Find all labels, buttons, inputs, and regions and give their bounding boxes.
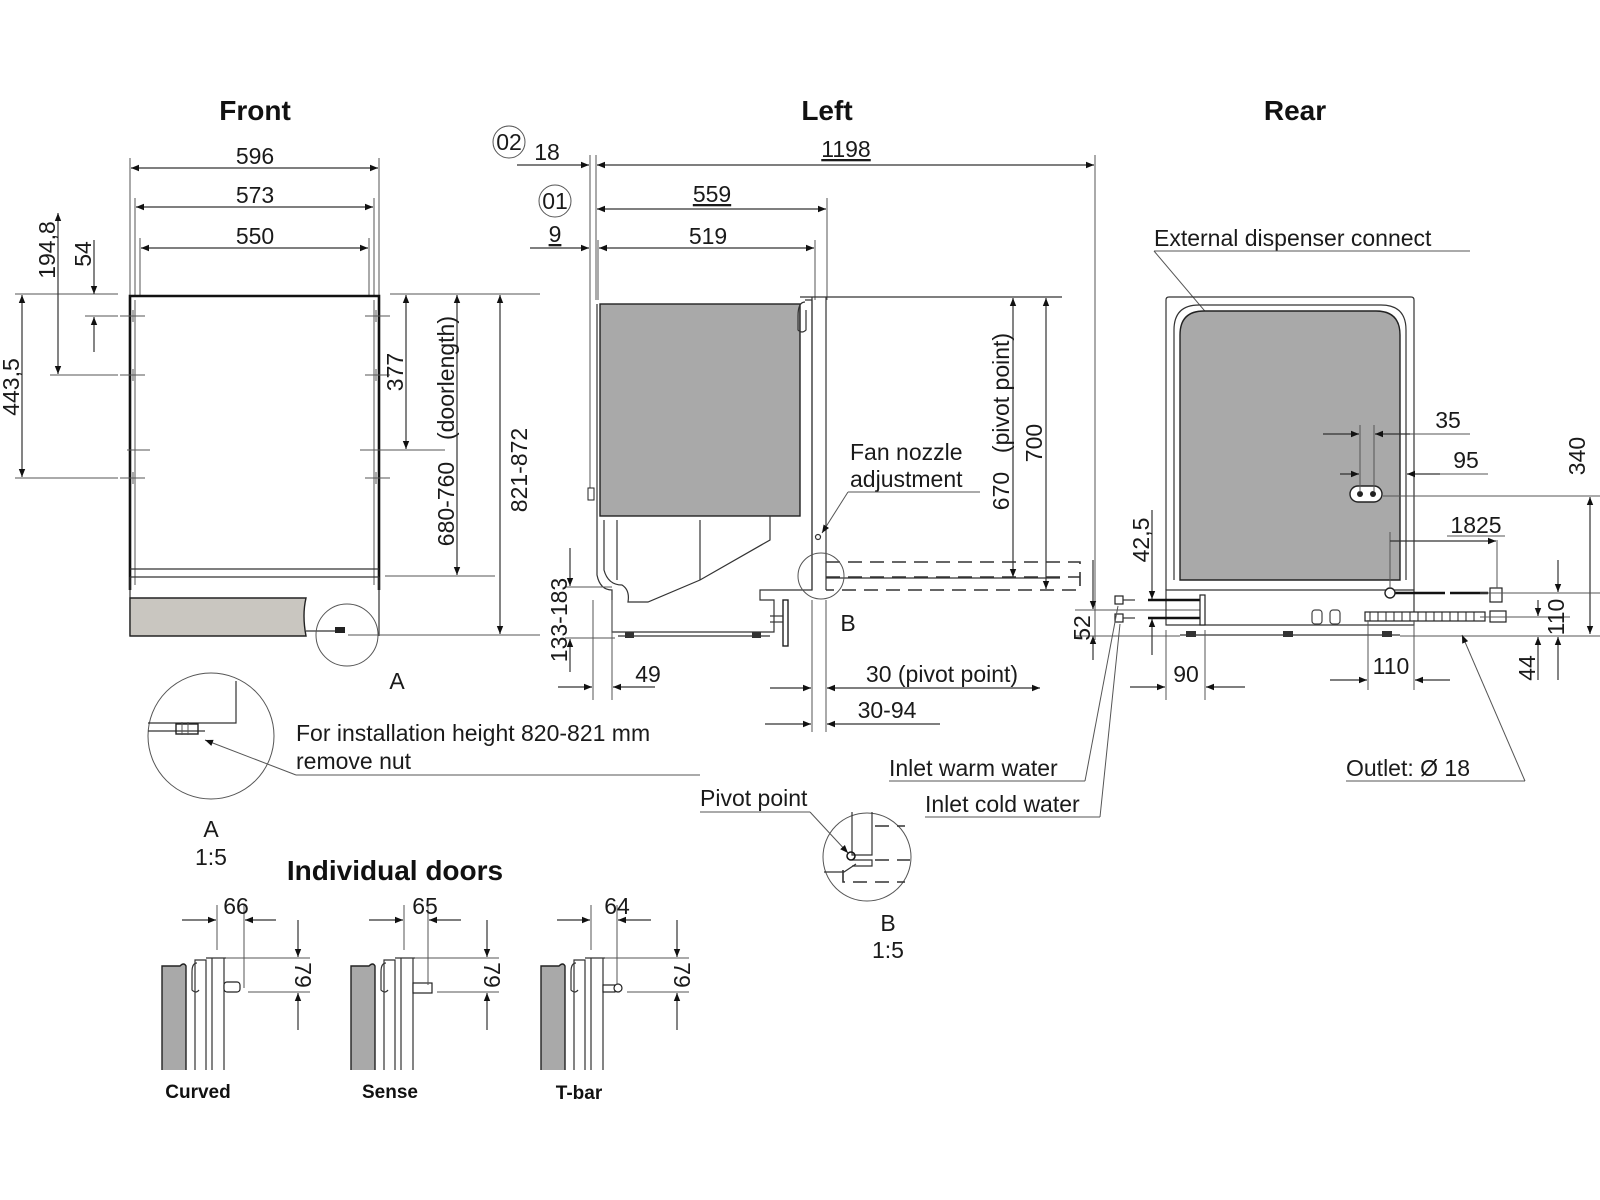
dim-340: 340 — [1564, 437, 1590, 475]
detail-b-callout-circle — [797, 552, 845, 600]
dim-1198: 1198 — [821, 136, 870, 162]
dim-49: 49 — [635, 661, 661, 687]
door-curved-height: 79 — [290, 962, 316, 988]
front-view: Front 596 573 550 — [0, 95, 540, 694]
door-curved-width: 66 — [223, 893, 249, 919]
outlet-hose — [1364, 611, 1486, 622]
dim-90: 90 — [1173, 661, 1199, 687]
detail-a-label: A — [203, 816, 219, 842]
front-plinth — [129, 597, 307, 637]
marker-02-circle — [492, 125, 526, 159]
inlet-warm-water-label: Inlet warm water — [889, 755, 1058, 781]
left-view: Left 02 01 18 1198 559 9 519 — [492, 95, 1200, 732]
door-sense-height: 79 — [479, 962, 505, 988]
fan-nozzle-label-line2: adjustment — [850, 466, 963, 492]
dim-194-8: 194,8 — [34, 221, 60, 279]
left-tub — [599, 303, 801, 517]
individual-doors-title: Individual doors — [287, 855, 503, 886]
dim-95: 95 — [1453, 447, 1479, 473]
dim-35: 35 — [1435, 407, 1461, 433]
individual-doors: Individual doors 66 79 Curved — [161, 855, 695, 1104]
rear-title: Rear — [1264, 95, 1326, 126]
pivot-point-label: Pivot point — [700, 785, 808, 811]
door-t-bar-name: T-bar — [556, 1083, 603, 1104]
door-t-bar — [540, 905, 689, 1070]
dim-42-5: 42,5 — [1128, 518, 1154, 563]
door-sense-width: 65 — [412, 893, 438, 919]
door-sense — [350, 905, 499, 1070]
dim-133-183: 133-183 — [546, 578, 572, 662]
dim-110-vertical: 110 — [1543, 599, 1569, 636]
detail-a-callout-circle — [315, 603, 379, 667]
dim-1825: 1825 — [1450, 512, 1501, 538]
dim-9: 9 — [549, 221, 562, 247]
dim-443-5: 443,5 — [0, 358, 24, 416]
dim-44: 44 — [1514, 655, 1540, 681]
dim-18: 18 — [534, 139, 560, 165]
detail-a-note-line1: For installation height 820-821 mm — [296, 720, 650, 746]
rear-view: Rear External dispenser connect — [889, 95, 1600, 818]
fan-nozzle-label-line1: Fan nozzle — [850, 439, 963, 465]
dim-559: 559 — [693, 181, 731, 207]
dim-670: 670 — [988, 472, 1014, 510]
dim-573: 573 — [236, 182, 274, 208]
detail-a-scale: 1:5 — [195, 844, 227, 870]
dim-doorlength: (doorlength) — [433, 316, 459, 440]
detail-b-marker: B — [840, 610, 855, 636]
dim-52: 52 — [1069, 615, 1095, 641]
dim-377: 377 — [382, 353, 408, 391]
left-title: Left — [801, 95, 852, 126]
door-t-bar-width: 64 — [604, 893, 630, 919]
detail-b: Pivot point B 1:5 — [700, 785, 912, 963]
detail-a: For installation height 820-821 mm remov… — [147, 672, 700, 870]
door-sense-name: Sense — [362, 1082, 418, 1103]
dim-30-pivot: 30 (pivot point) — [866, 661, 1018, 687]
detail-a-note-line2: remove nut — [296, 748, 412, 774]
detail-a-marker: A — [389, 668, 405, 694]
detail-b-scale: 1:5 — [872, 937, 904, 963]
dim-821-872: 821-872 — [506, 428, 532, 512]
door-curved-name: Curved — [165, 1082, 230, 1103]
dim-519: 519 — [689, 223, 727, 249]
dim-110-horizontal: 110 — [1373, 653, 1410, 679]
detail-a-circle — [147, 672, 275, 800]
dim-596: 596 — [236, 143, 274, 169]
marker-01-circle — [538, 184, 572, 218]
detail-b-label: B — [880, 910, 895, 936]
dim-54: 54 — [70, 241, 96, 267]
door-curved — [161, 905, 310, 1070]
door-t-bar-height: 79 — [669, 962, 695, 988]
detail-b-circle — [822, 812, 912, 902]
dim-700: 700 — [1021, 424, 1047, 462]
inlet-cold-water-label: Inlet cold water — [925, 791, 1080, 817]
front-title: Front — [219, 95, 291, 126]
dim-550: 550 — [236, 223, 274, 249]
dim-680-760: 680-760 — [433, 462, 459, 546]
dim-30-94: 30-94 — [858, 697, 917, 723]
marker-01: 01 — [542, 188, 568, 214]
front-cabinet-outline — [128, 294, 381, 590]
marker-02: 02 — [496, 129, 522, 155]
external-dispenser-label: External dispenser connect — [1154, 225, 1432, 251]
outlet-label: Outlet: Ø 18 — [1346, 755, 1470, 781]
dim-pivot-point: (pivot point) — [988, 333, 1014, 453]
rear-panel — [1179, 310, 1401, 581]
